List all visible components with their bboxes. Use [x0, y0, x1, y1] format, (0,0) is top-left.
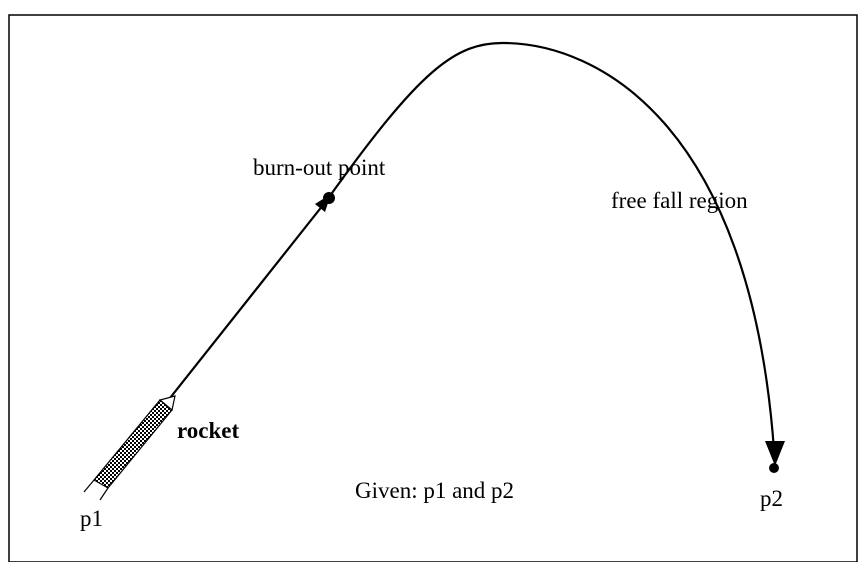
rocket-icon [83, 395, 176, 501]
rocket-label: rocket [177, 418, 240, 443]
p1-label: p1 [80, 506, 103, 531]
burn-out-point-label: burn-out point [253, 155, 386, 180]
rocket-right-fin [99, 487, 109, 501]
given-label: Given: p1 and p2 [355, 478, 514, 503]
rocket-left-fin [83, 479, 95, 493]
free-fall-arrowhead [765, 441, 785, 466]
rocket-body [93, 399, 173, 489]
p2-label: p2 [760, 486, 783, 511]
rocket-nose [158, 395, 176, 412]
diagram-frame [8, 14, 858, 562]
free-fall-region-label: free fall region [611, 188, 748, 213]
free-fall-trajectory [326, 41, 776, 451]
p2-marker [769, 463, 779, 473]
burn-out-point-marker [323, 192, 335, 204]
powered-flight-path [169, 199, 328, 399]
